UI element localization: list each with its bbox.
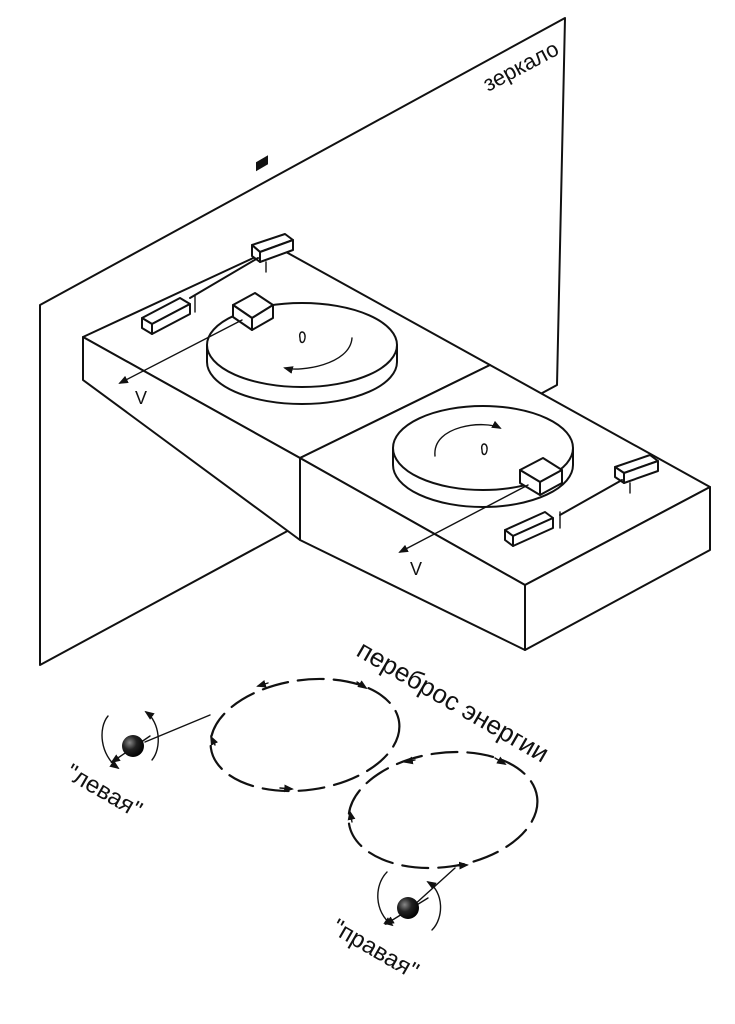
left-particle-ball <box>122 735 144 757</box>
right-launcher <box>504 454 659 547</box>
energy-transfer-label: переброс энергии <box>352 634 554 768</box>
right-velocity-arrow <box>398 484 529 553</box>
left-disc-axis <box>298 331 306 344</box>
mirror-plane <box>39 17 566 666</box>
left-particle <box>101 710 159 770</box>
right-emitter <box>519 457 563 496</box>
right-velocity-label: V <box>410 559 422 579</box>
left-launcher <box>141 233 294 335</box>
left-particle-label: "левая" <box>61 759 147 824</box>
left-velocity-arrow <box>118 319 243 384</box>
mirror-label: зеркало <box>479 36 563 97</box>
left-emitter <box>232 155 274 331</box>
right-particle-ball <box>397 897 419 919</box>
right-particle <box>377 871 442 931</box>
energy-transfer-loops <box>144 677 539 907</box>
right-disc-axis <box>480 443 488 456</box>
right-particle-label: "правая" <box>327 914 423 985</box>
left-velocity-label: V <box>135 388 147 408</box>
